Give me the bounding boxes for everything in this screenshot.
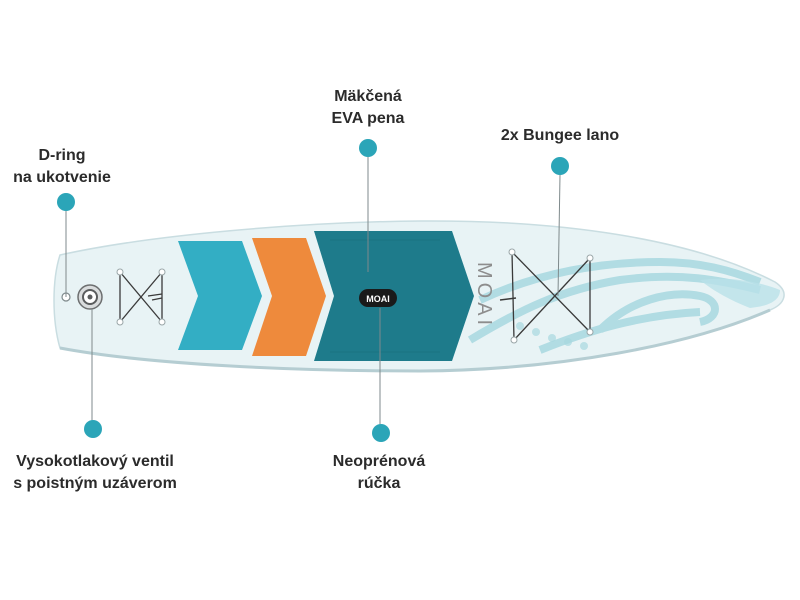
brand-logo: MOAI (473, 262, 495, 329)
callout-d-ring-line2: na ukotvenie (13, 169, 111, 186)
neoprene-handle-icon (359, 289, 397, 307)
board-rail (59, 308, 771, 373)
callout-eva-line1: Mäkčená (334, 88, 402, 105)
callout-handle-line2: rúčka (357, 475, 401, 492)
callout-dot-handle (372, 424, 390, 442)
deck-pad-orange (252, 238, 326, 356)
nose-bungee (511, 251, 591, 341)
callout-valve-line2: s poistným uzáverom (13, 475, 177, 492)
callout-d-ring-line1: D-ring (38, 147, 86, 164)
callout-d-ring: D-ring na ukotvenie (0, 145, 124, 189)
callout-eva-line2: EVA pena (331, 110, 405, 127)
leader-bungee (557, 174, 561, 297)
callout-dot-valve (84, 420, 102, 438)
callout-bungee-line1: 2x Bungee lano (500, 127, 620, 144)
callout-dot-eva (359, 139, 377, 157)
callout-valve: Vysokotlakový ventil s poistným uzáverom (0, 451, 190, 495)
callout-eva: Mäkčená EVA pena (308, 86, 428, 130)
deck-pad-light (178, 241, 262, 350)
valve-icon (77, 284, 103, 310)
callout-handle: Neoprénová rúčka (316, 451, 442, 495)
tail-bungee (119, 271, 163, 323)
handle-logo-text: MOAI (366, 294, 390, 304)
callout-bungee: 2x Bungee lano (480, 125, 640, 147)
callout-dot-d-ring (57, 193, 75, 211)
callout-handle-line1: Neoprénová (332, 453, 426, 470)
leash-plug-icon (147, 293, 163, 301)
callout-valve-line1: Vysokotlakový ventil (16, 453, 174, 470)
callout-dot-bungee (551, 157, 569, 175)
